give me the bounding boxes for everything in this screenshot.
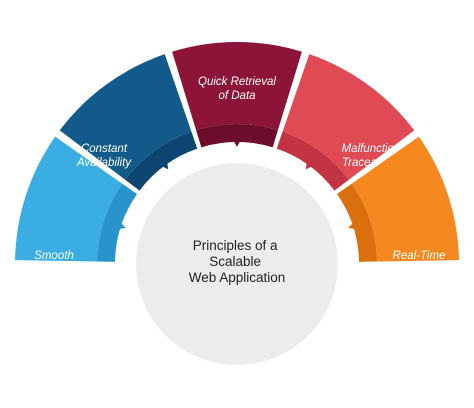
segment-label-line: Constant <box>81 143 128 155</box>
center-title-line-2: Scalable <box>209 254 261 269</box>
segment-quick-retrieval-of-data: Quick Retrieval of Data <box>172 41 302 148</box>
center-disc <box>136 163 338 365</box>
segment-label-line: Availability <box>76 157 132 169</box>
segment-outer-band <box>282 54 415 180</box>
segment-label-line: of Data <box>218 90 255 102</box>
segment-outer-band <box>59 54 192 180</box>
segment-label: Quick Retrieval of Data <box>198 76 276 102</box>
segment-outer-band <box>172 41 302 131</box>
segment-pointer <box>153 152 169 170</box>
segment-pointer <box>348 215 365 231</box>
center-title-line-3: Web Application <box>189 270 286 285</box>
segment-pointer <box>229 132 245 147</box>
segment-label-line: Malfunction <box>342 143 401 155</box>
segment-pointer <box>305 152 321 170</box>
segment-outer-band <box>351 136 459 262</box>
segment-label-line: Performance <box>21 264 87 276</box>
center-title-line-1: Principles of a <box>193 238 278 253</box>
segment-label-line: Smooth <box>34 250 74 262</box>
segment-label-line: Real-Time <box>393 250 446 262</box>
segment-label-line: Response <box>393 264 445 276</box>
center-hub: Principles of a Scalable Web Application <box>127 154 347 374</box>
segment-outer-band <box>15 136 123 262</box>
segment-label-line: Quick Retrieval <box>198 76 276 88</box>
center-title: Principles of a Scalable Web Application <box>189 238 286 285</box>
segment-pointer <box>109 215 126 231</box>
